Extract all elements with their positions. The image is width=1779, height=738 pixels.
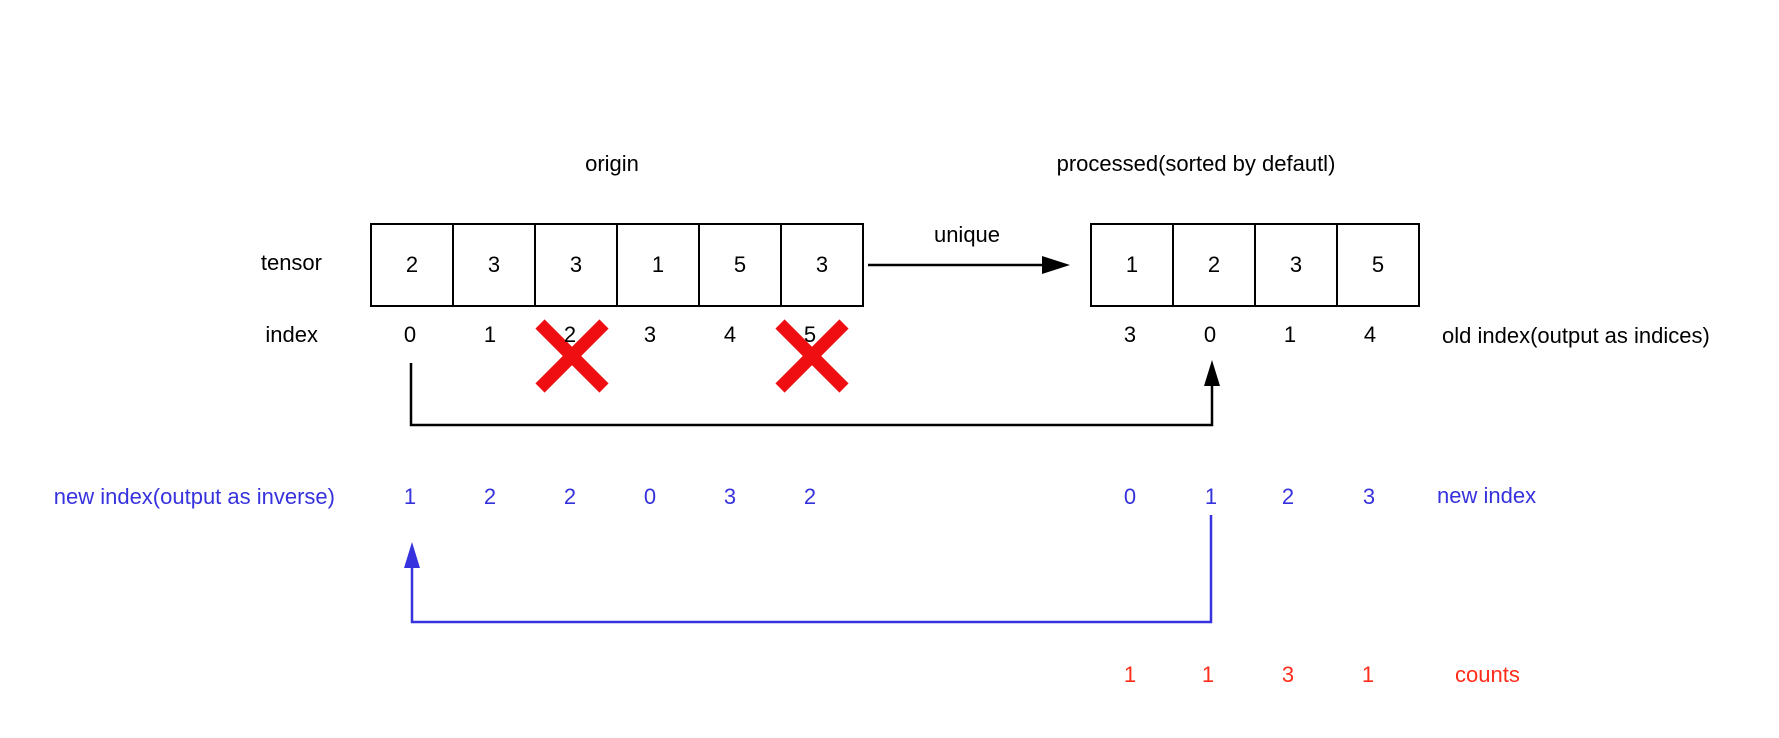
tensor-cell-value: 3: [569, 252, 583, 277]
tensor-cell-value: 5: [1371, 252, 1385, 277]
index-label: index: [265, 322, 318, 347]
origin-tensor-array: 2 3 3 1 5 3: [370, 223, 864, 307]
inverse-index-value: 0: [643, 484, 657, 509]
tensor-cell-value: 2: [405, 252, 419, 277]
tensor-cell: 2: [1172, 223, 1256, 307]
crossed-out-x-icon: [775, 319, 849, 393]
tensor-cell-value: 3: [487, 252, 501, 277]
tensor-cell: 1: [616, 223, 700, 307]
tensor-label: tensor: [260, 250, 322, 275]
new-index-mapping-arrow: [404, 515, 1213, 624]
tensor-cell-value: 3: [815, 252, 829, 277]
tensor-cell-value: 1: [1125, 252, 1139, 277]
count-value: 1: [1123, 662, 1137, 687]
origin-index-value: 1: [483, 322, 497, 347]
tensor-cell-value: 3: [1289, 252, 1303, 277]
tensor-cell: 5: [1336, 223, 1420, 307]
inverse-index-value: 2: [803, 484, 817, 509]
tensor-cell: 1: [1090, 223, 1174, 307]
inverse-index-value: 2: [483, 484, 497, 509]
tensor-cell: 2: [370, 223, 454, 307]
new-index-value: 1: [1204, 484, 1218, 509]
origin-title: origin: [585, 151, 639, 176]
inverse-index-value: 3: [723, 484, 737, 509]
old-index-label: old index(output as indices): [1442, 323, 1710, 348]
old-index-value: 3: [1123, 322, 1137, 347]
tensor-cell: 3: [780, 223, 864, 307]
new-index-value: 3: [1362, 484, 1376, 509]
count-value: 1: [1361, 662, 1375, 687]
tensor-cell: 3: [1254, 223, 1338, 307]
tensor-cell: 3: [534, 223, 618, 307]
new-index-value: 0: [1123, 484, 1137, 509]
processed-tensor-array: 1 2 3 5: [1090, 223, 1420, 307]
unique-label: unique: [933, 222, 1001, 247]
origin-index-value: 4: [723, 322, 737, 347]
tensor-cell: 3: [452, 223, 536, 307]
processed-title: processed(sorted by defautl): [1056, 151, 1336, 176]
crossed-out-x-icon: [535, 319, 609, 393]
tensor-cell-value: 5: [733, 252, 747, 277]
old-index-value: 4: [1363, 322, 1377, 347]
origin-index-value: 0: [403, 322, 417, 347]
origin-index-value: 3: [643, 322, 657, 347]
old-index-mapping-arrow: [409, 360, 1220, 427]
tensor-cell-value: 1: [651, 252, 665, 277]
origin-index-value: 2: [563, 322, 577, 347]
unique-arrow: [868, 256, 1070, 274]
old-index-value: 1: [1283, 322, 1297, 347]
inverse-index-value: 2: [563, 484, 577, 509]
new-index-value: 2: [1281, 484, 1295, 509]
count-value: 1: [1201, 662, 1215, 687]
new-index-inverse-label: new index(output as inverse): [53, 484, 335, 509]
new-index-label: new index: [1437, 483, 1537, 508]
counts-label: counts: [1455, 662, 1520, 687]
tensor-cell: 5: [698, 223, 782, 307]
count-value: 3: [1281, 662, 1295, 687]
old-index-value: 0: [1203, 322, 1217, 347]
inverse-index-value: 1: [403, 484, 417, 509]
origin-index-value: 5: [803, 322, 817, 347]
tensor-cell-value: 2: [1207, 252, 1221, 277]
